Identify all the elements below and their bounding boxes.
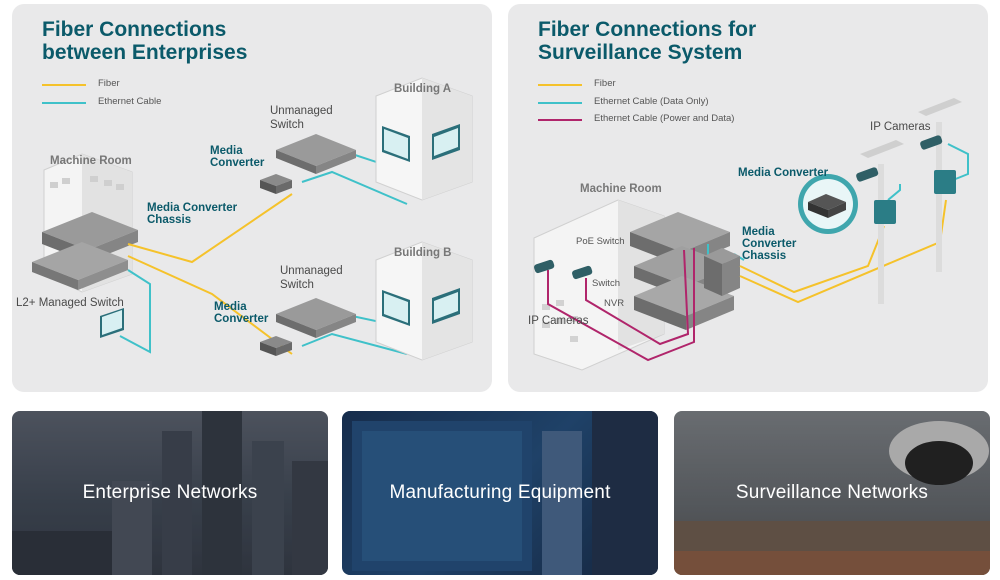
unmanaged-switch-label: Switch xyxy=(280,279,314,291)
factory-image xyxy=(342,411,658,575)
tile-label: Surveillance Networks xyxy=(735,482,929,503)
legend-label: Ethernet Cable (Power and Data) xyxy=(594,113,735,124)
l2-managed-switch xyxy=(32,242,128,290)
enterprise-diagram-panel: Machine Room Media Converter Chassis L2+… xyxy=(12,4,492,392)
title-line: Surveillance System xyxy=(538,41,743,64)
panel-title: Fiber Connections for Surveillance Syste… xyxy=(538,18,756,64)
machine-room-label: Machine Room xyxy=(580,183,662,195)
ip-camera-icon xyxy=(534,259,593,280)
legend-swatch xyxy=(538,84,582,86)
poe-cable xyxy=(585,249,690,346)
enterprise-diagram: Machine Room Media Converter Chassis L2+… xyxy=(16,77,473,361)
nvr-label: NVR xyxy=(604,298,624,309)
legend-label: Fiber xyxy=(594,78,616,89)
legend-label: Ethernet Cable (Data Only) xyxy=(594,95,709,107)
chassis-label: Media xyxy=(742,226,775,238)
legend-swatch xyxy=(42,84,86,86)
media-converter-label: Media xyxy=(210,145,243,157)
media-converter-a xyxy=(260,174,292,194)
legend-label: Ethernet Cable xyxy=(98,95,162,107)
media-converter-box xyxy=(874,170,956,224)
ip-camera-icon xyxy=(856,135,943,182)
ip-cameras-label: IP Cameras xyxy=(528,315,589,327)
unmanaged-switch-label: Unmanaged xyxy=(270,105,333,117)
ethernet-cable xyxy=(301,332,408,355)
fiber-cable xyxy=(127,255,293,355)
ethernet-cable xyxy=(119,269,151,354)
unmanaged-switch-label: Unmanaged xyxy=(280,265,343,277)
tile-label: Enterprise Networks xyxy=(82,482,258,503)
legend-swatch xyxy=(538,101,582,104)
title-line: Fiber Connections xyxy=(42,18,227,41)
building-a-label: Building A xyxy=(394,83,451,95)
building-b xyxy=(375,241,473,361)
media-converter-label: Media Converter xyxy=(738,167,829,179)
poe-switch-label: PoE Switch xyxy=(576,236,625,247)
unmanaged-switch-label: Switch xyxy=(270,119,304,131)
panel-title: Fiber Connections between Enterprises xyxy=(42,18,247,64)
legend-swatch xyxy=(42,101,86,104)
chassis-label: Chassis xyxy=(742,250,786,262)
manufacturing-equipment-tile[interactable]: Manufacturing Equipment xyxy=(342,411,658,575)
chassis-label: Media Converter xyxy=(147,202,238,214)
tile-label: Manufacturing Equipment xyxy=(389,482,611,503)
switch-label: Switch xyxy=(592,278,620,289)
machine-room-label: Machine Room xyxy=(50,155,132,167)
surveillance-diagram: Machine Room PoE Switch Switch NVR IP Ca… xyxy=(528,98,969,371)
building-b-label: Building B xyxy=(394,247,452,259)
legend-swatch xyxy=(538,119,582,121)
fiber-cable xyxy=(739,225,885,294)
media-converter-label: Converter xyxy=(214,313,269,325)
ethernet-cable xyxy=(301,170,408,205)
surveillance-diagram-panel: Machine Room PoE Switch Switch NVR IP Ca… xyxy=(508,4,988,392)
media-converter-label: Media xyxy=(214,301,247,313)
ethernet-cable xyxy=(947,143,969,183)
media-converter-chassis xyxy=(704,248,740,296)
chassis-label: Chassis xyxy=(147,214,191,226)
ip-cameras-label: IP Cameras xyxy=(870,121,931,133)
title-line: between Enterprises xyxy=(42,41,248,64)
building-a xyxy=(375,77,473,201)
chassis-label: Converter xyxy=(742,238,797,250)
media-converter-label: Converter xyxy=(210,157,265,169)
l2-switch-label: L2+ Managed Switch xyxy=(16,297,124,309)
title-line: Fiber Connections for xyxy=(538,18,757,41)
camera-pole xyxy=(860,98,962,304)
poe-cable xyxy=(547,248,695,362)
monitor-icon xyxy=(100,308,124,338)
media-converter-callout xyxy=(798,174,858,234)
media-converter-b xyxy=(260,336,292,356)
nvr xyxy=(634,276,734,330)
unmanaged-switch-a xyxy=(276,134,356,174)
dome-camera-image xyxy=(674,411,990,575)
fiber-cable xyxy=(127,193,293,264)
ethernet-cable xyxy=(887,184,901,201)
legend-label: Fiber xyxy=(98,78,120,89)
city-skyline-image xyxy=(12,411,328,575)
unmanaged-switch-b xyxy=(276,298,356,338)
fiber-cable xyxy=(739,199,947,304)
enterprise-networks-tile[interactable]: Enterprise Networks xyxy=(12,411,328,575)
surveillance-networks-tile[interactable]: Surveillance Networks xyxy=(674,411,990,575)
